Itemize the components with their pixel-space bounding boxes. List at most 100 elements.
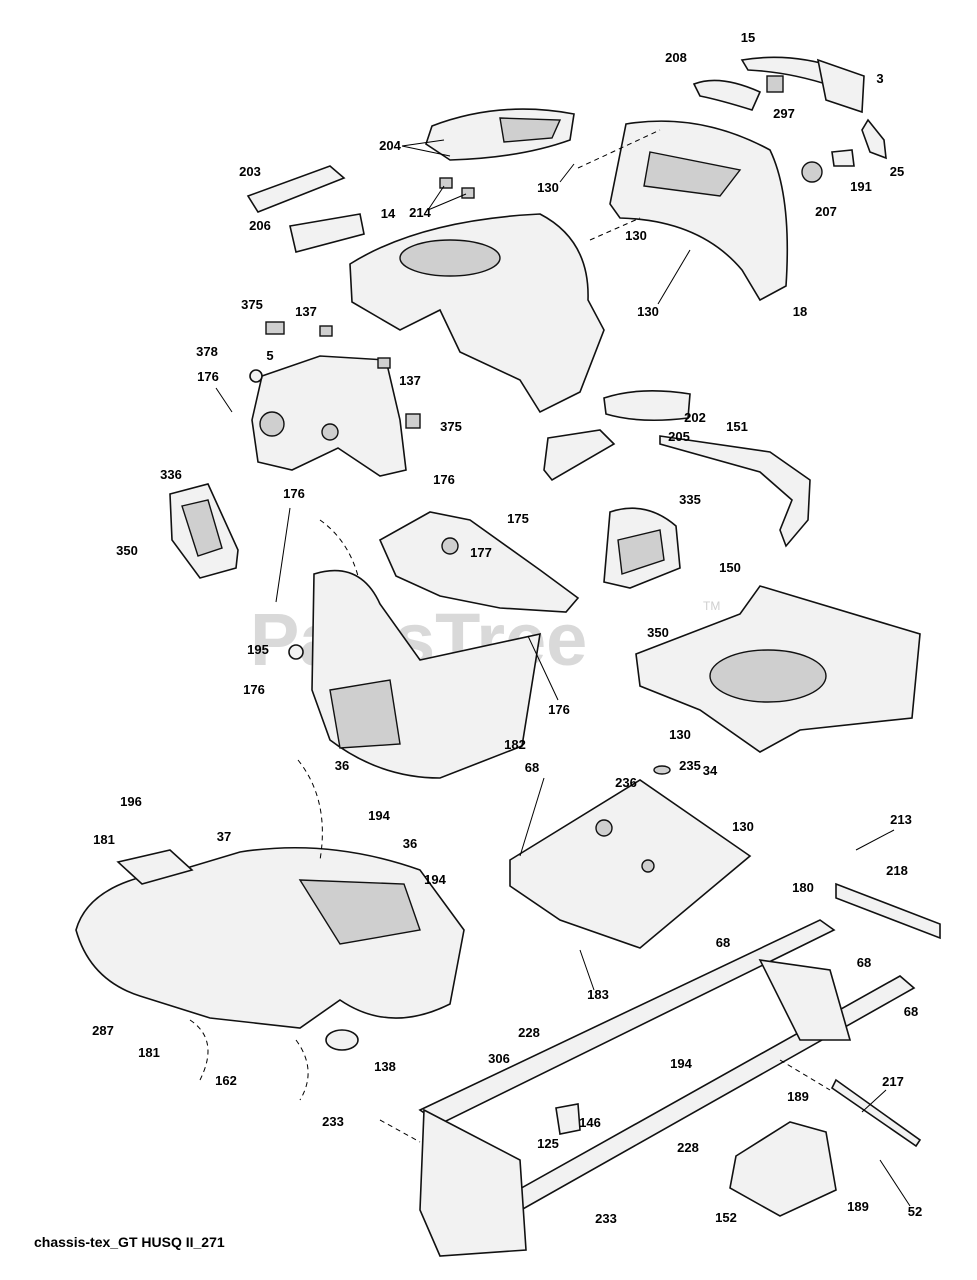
leader-68a xyxy=(519,777,545,857)
callout-c176d: 176 xyxy=(243,682,265,697)
callout-c194a: 194 xyxy=(368,808,390,823)
part-180-bracket xyxy=(758,958,852,1041)
leader-lines xyxy=(215,139,911,1207)
callout-c176c: 176 xyxy=(283,486,305,501)
part-297-clip xyxy=(766,75,784,93)
part-214-clip-a xyxy=(439,177,453,189)
callout-c213: 213 xyxy=(890,812,912,827)
callout-c176b: 176 xyxy=(433,472,455,487)
part-205-grille xyxy=(543,429,616,482)
callout-c137b: 137 xyxy=(399,373,421,388)
callout-c189a: 189 xyxy=(787,1089,809,1104)
callout-c68a: 68 xyxy=(525,760,539,775)
part-375a-clip xyxy=(265,321,285,335)
part-180-frame xyxy=(418,919,836,1125)
callout-c378: 378 xyxy=(196,344,218,359)
parts-layer xyxy=(75,56,941,1257)
callout-c15: 15 xyxy=(741,30,755,45)
callout-c3: 3 xyxy=(876,71,883,86)
leader-214 xyxy=(427,185,445,211)
part-125-block xyxy=(555,1103,581,1135)
callout-c350b: 350 xyxy=(647,625,669,640)
callout-c37: 37 xyxy=(217,829,231,844)
callout-c181b: 181 xyxy=(138,1045,160,1060)
diagram-caption: chassis-tex_GT HUSQ II_271 xyxy=(34,1234,225,1250)
leader-130a xyxy=(559,163,575,183)
part-203-grille xyxy=(246,165,346,213)
part-204-vents xyxy=(499,117,562,143)
callout-c196: 196 xyxy=(120,794,142,809)
callout-c36a: 36 xyxy=(335,758,349,773)
part-152-guard xyxy=(729,1121,837,1217)
leader-204b xyxy=(401,145,451,157)
callout-c68b: 68 xyxy=(716,935,730,950)
part-137a-clip xyxy=(319,325,333,337)
callout-c130c: 130 xyxy=(637,304,659,319)
callout-c183: 183 xyxy=(587,987,609,1002)
callout-c218: 218 xyxy=(886,863,908,878)
leader-204 xyxy=(401,139,445,147)
dash-line-6 xyxy=(295,1039,309,1101)
leader-176a xyxy=(215,387,233,413)
dash-line-3 xyxy=(319,519,359,577)
callout-c287: 287 xyxy=(92,1023,114,1038)
part-5-button xyxy=(321,423,339,441)
leader-183 xyxy=(579,949,595,991)
callout-c375a: 375 xyxy=(241,297,263,312)
part-195-plug xyxy=(288,644,304,660)
callout-c162: 162 xyxy=(215,1073,237,1088)
callout-c202: 202 xyxy=(684,410,706,425)
part-18-nose xyxy=(609,120,789,302)
part-25-lens xyxy=(861,118,887,160)
part-3-lens xyxy=(816,58,865,114)
callout-c130b: 130 xyxy=(625,228,647,243)
dash-line-5 xyxy=(189,1019,209,1081)
callout-c68c: 68 xyxy=(857,955,871,970)
callout-c151: 151 xyxy=(726,419,748,434)
callout-c18: 18 xyxy=(793,304,807,319)
callout-c138: 138 xyxy=(374,1059,396,1074)
part-218-bar xyxy=(835,882,941,940)
part-214-clip-b xyxy=(461,187,475,199)
callout-c297: 297 xyxy=(773,106,795,121)
callout-c181a: 181 xyxy=(93,832,115,847)
callout-c176e: 176 xyxy=(548,702,570,717)
dash-line-1 xyxy=(577,129,661,169)
callout-c34: 34 xyxy=(703,763,718,778)
callout-c233a: 233 xyxy=(322,1114,344,1129)
callout-c207: 207 xyxy=(815,204,837,219)
part-336-mesh xyxy=(181,499,223,557)
part-217-rod xyxy=(830,1078,922,1148)
leader-176c xyxy=(275,507,291,603)
part-18-mesh xyxy=(643,151,742,197)
callout-c306: 306 xyxy=(488,1051,510,1066)
part-138-cup xyxy=(325,1029,359,1051)
part-5-dash xyxy=(251,355,407,477)
callout-c335: 335 xyxy=(679,492,701,507)
callout-c203: 203 xyxy=(239,164,261,179)
part-182-window xyxy=(329,679,401,749)
part-207-socket xyxy=(801,161,823,183)
callout-c5: 5 xyxy=(266,348,273,363)
callout-c14: 14 xyxy=(381,206,396,221)
part-177-knob xyxy=(441,537,459,555)
part-191-bulb xyxy=(831,149,855,167)
callout-c191: 191 xyxy=(850,179,872,194)
dash-line-2 xyxy=(589,217,641,241)
callout-c175: 175 xyxy=(507,511,529,526)
callout-c236: 236 xyxy=(615,775,637,790)
part-206-grille xyxy=(289,213,365,253)
part-37-opening xyxy=(298,879,421,945)
part-175-bracket xyxy=(378,511,580,613)
part-34-plate xyxy=(509,779,752,949)
leader-214b xyxy=(427,193,467,211)
part-202-grille xyxy=(603,390,691,422)
callout-c52: 52 xyxy=(908,1204,922,1219)
callout-c208: 208 xyxy=(665,50,687,65)
callout-c204: 204 xyxy=(379,138,401,153)
assembly-lines xyxy=(189,129,831,1143)
part-5-gauge xyxy=(259,411,285,437)
callout-c25: 25 xyxy=(890,164,904,179)
callout-c177: 177 xyxy=(470,545,492,560)
